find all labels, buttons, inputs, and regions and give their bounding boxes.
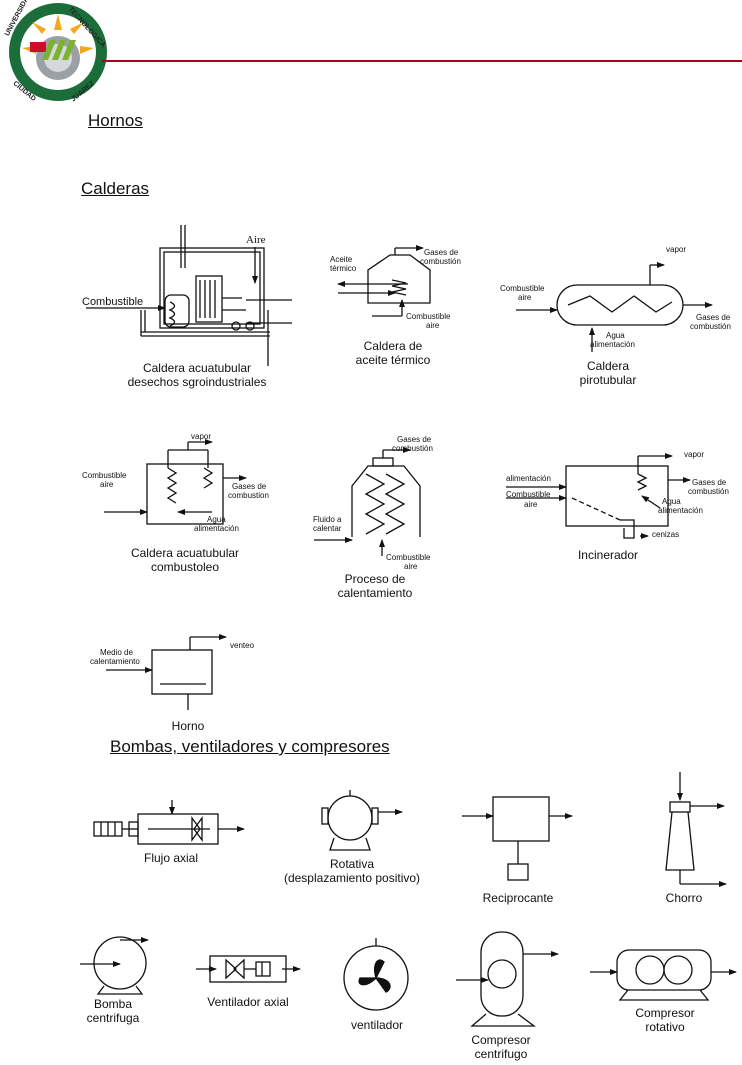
caption-caldera-acuatubular-1: Caldera acuatubular	[142, 361, 252, 375]
university-logo	[9, 3, 107, 101]
caption-ventilador-axial: Ventilador axial	[207, 995, 289, 1009]
sun-rays	[22, 14, 94, 54]
caption-combustoleo-1: Caldera acuatubular	[130, 546, 240, 560]
label-gases-1: Gases de	[232, 482, 267, 491]
label-agua-2: alimentación	[590, 340, 635, 349]
section-title-bombas: Bombas, ventiladores y compresores	[110, 737, 390, 756]
proceso-calentamiento-drawing	[314, 447, 421, 556]
label-comb-2: aire	[518, 293, 532, 302]
label-agua-1: Agua	[662, 497, 681, 506]
caption-aceite-2: aceite térmico	[355, 353, 431, 367]
label-comb-2: aire	[524, 500, 538, 509]
compresor-centrifugo-drawing	[456, 931, 559, 1027]
caption-ventilador: ventilador	[350, 1018, 404, 1032]
label-comb-1: Combustible	[500, 284, 545, 293]
bomba-chorro-drawing	[665, 772, 727, 887]
label-combustible: Combustible	[82, 296, 144, 308]
caption-pirotubular-2: pirotubular	[579, 373, 637, 387]
label-gases-2: combustion	[228, 491, 269, 500]
label-aceite-1: Aceite	[330, 255, 353, 264]
bomba-flujo-axial-drawing	[93, 800, 245, 845]
label-comb-2: aire	[404, 562, 418, 571]
caption-compresor-rotativo-1: Compresor	[635, 1006, 695, 1020]
label-comb-1: Combustible	[82, 471, 127, 480]
caldera-aceite-termico-drawing	[337, 245, 431, 317]
label-gases-2: combustión	[420, 257, 461, 266]
label-cenizas: cenizas	[652, 530, 680, 539]
caption-compresor-rotativo-2: rotativo	[645, 1020, 685, 1034]
label-gases-1: Gases de	[424, 248, 459, 257]
caption-proceso-2: calentamiento	[337, 586, 413, 600]
label-aceite-2: térmico	[330, 264, 357, 273]
caption-flujo-axial: Flujo axial	[143, 851, 199, 865]
label-gases-2: combustión	[690, 322, 731, 331]
label-comb-1: Combustible	[506, 490, 551, 499]
label-gases-2: combustión	[392, 444, 433, 453]
label-gases-1: Gases de	[696, 313, 731, 322]
caption-reciprocante: Reciprocante	[482, 891, 554, 905]
ventilador-axial-drawing	[196, 955, 301, 983]
label-medio-2: calentamiento	[90, 657, 140, 666]
label-venteo: venteo	[230, 641, 255, 650]
label-agua-1: Agua	[207, 515, 226, 524]
label-aire: Aire	[246, 234, 266, 246]
caldera-acuatubular-combustoleo-drawing	[104, 439, 247, 525]
caption-pirotubular-1: Caldera	[586, 359, 630, 373]
caption-proceso-1: Proceso de	[344, 572, 406, 586]
caption-compresor-centrifugo-2: centrifugo	[474, 1047, 528, 1061]
label-agua-2: alimentación	[658, 506, 703, 515]
incinerador-drawing	[506, 453, 691, 539]
caption-combustoleo-2: combustoleo	[150, 560, 220, 574]
label-gases-2: combustión	[688, 487, 729, 496]
label-vapor: vapor	[666, 245, 687, 254]
compresor-rotativo-drawing	[590, 949, 737, 1001]
label-gases-1: Gases de	[397, 435, 432, 444]
caption-bomba-centrifuga-2: centrifuga	[86, 1011, 140, 1025]
label-comb-2: aire	[100, 480, 114, 489]
label-agua-1: Agua	[606, 331, 625, 340]
caldera-pirotubular-drawing	[516, 262, 713, 352]
bomba-rotativa-drawing	[321, 790, 403, 851]
bomba-centrifuga-drawing	[80, 936, 149, 995]
label-medio-1: Medio de	[100, 648, 133, 657]
caption-chorro: Chorro	[665, 891, 703, 905]
caption-aceite-1: Caldera de	[363, 339, 423, 353]
label-vapor: vapor	[684, 450, 705, 459]
label-comb-1: Combustible	[406, 312, 451, 321]
label-alimentacion: alimentación	[506, 474, 551, 483]
label-comb-2: aire	[426, 321, 440, 330]
caption-bomba-centrifuga-1: Bomba	[93, 997, 133, 1011]
bomba-reciprocante-drawing	[462, 796, 573, 881]
label-vapor: vapor	[191, 432, 212, 441]
ventilador-drawing	[343, 938, 409, 1011]
label-fluido-2: calentar	[313, 524, 342, 533]
horno-drawing	[106, 634, 227, 710]
caldera-acuatubular-desechos-drawing	[86, 225, 292, 366]
label-gases-1: Gases de	[692, 478, 727, 487]
section-title-hornos: Hornos	[88, 111, 143, 130]
caption-horno: Horno	[171, 719, 205, 733]
caption-compresor-centrifugo-1: Compresor	[471, 1033, 531, 1047]
caption-caldera-acuatubular-2: desechos sgroindustriales	[127, 375, 267, 389]
caption-incinerador: Incinerador	[577, 548, 639, 562]
label-agua-2: alimentación	[194, 524, 239, 533]
caption-rotativa-1: Rotativa	[329, 857, 375, 871]
section-title-calderas: Calderas	[81, 179, 150, 198]
label-fluido-1: Fluido a	[313, 515, 342, 524]
caption-rotativa-2: (desplazamiento positivo)	[283, 871, 421, 885]
label-comb-1: Combustible	[386, 553, 431, 562]
